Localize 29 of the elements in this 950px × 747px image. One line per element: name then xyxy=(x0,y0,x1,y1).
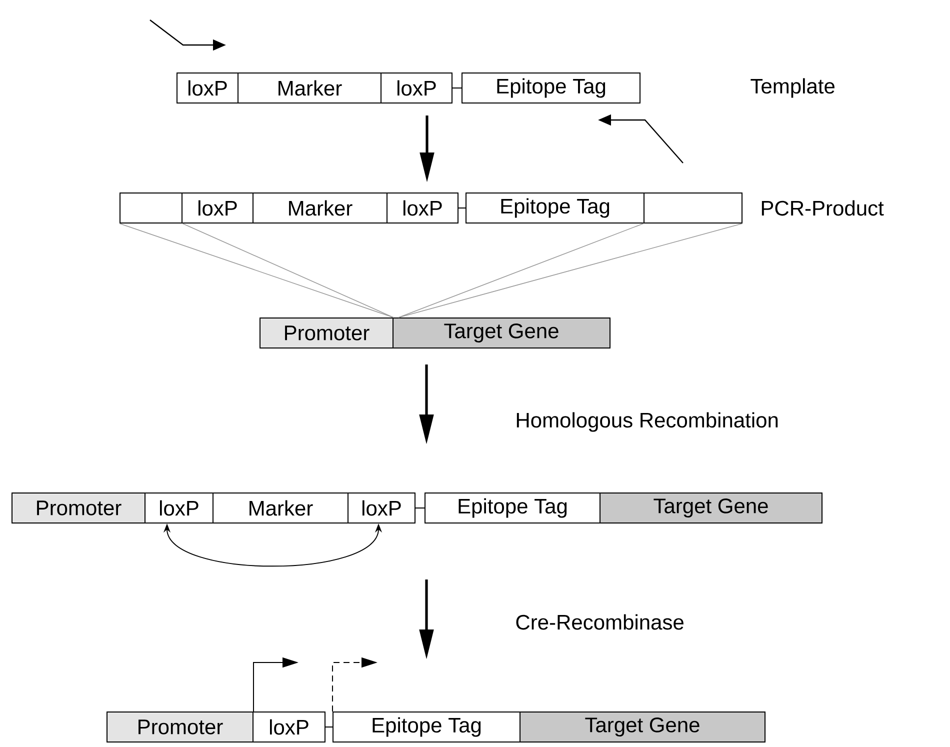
dna-segment-box: Target Gene xyxy=(520,712,766,742)
flank-box xyxy=(644,192,742,224)
step-label: Homologous Recombination xyxy=(516,412,778,432)
dna-segment-box: loxP xyxy=(144,492,214,524)
flank-box xyxy=(120,192,182,224)
dna-segment-box: Target Gene xyxy=(600,492,822,524)
junction-line xyxy=(325,726,333,728)
dna-segment-box: loxP xyxy=(252,712,326,742)
dna-segment-box: Epitope Tag xyxy=(462,72,640,104)
dna-segment-box: loxP xyxy=(386,192,458,224)
step-label: Template xyxy=(750,78,834,98)
crossover-line xyxy=(182,223,394,318)
crossover-line xyxy=(398,223,743,318)
dna-segment-box: loxP xyxy=(348,492,416,524)
step-label: Cre-Recombinase xyxy=(516,614,684,630)
step-label: PCR-Product xyxy=(762,200,884,216)
dna-segment-box: Promoter xyxy=(12,492,146,524)
dna-segment-box: Target Gene xyxy=(392,318,610,348)
dna-segment-box: Epitope Tag xyxy=(424,492,600,524)
dna-segment-box: loxP xyxy=(380,72,452,104)
dna-segment-box: Promoter xyxy=(260,318,394,348)
crossover-line xyxy=(119,223,394,318)
dna-segment-box: loxP xyxy=(176,72,238,104)
dna-segment-box: Epitope Tag xyxy=(332,712,520,742)
dna-segment-box: loxP xyxy=(182,192,254,224)
dna-segment-box: Marker xyxy=(252,192,388,224)
dna-segment-box: Promoter xyxy=(106,712,254,742)
dna-segment-box: Epitope Tag xyxy=(466,192,644,224)
crossover-line xyxy=(398,223,644,318)
